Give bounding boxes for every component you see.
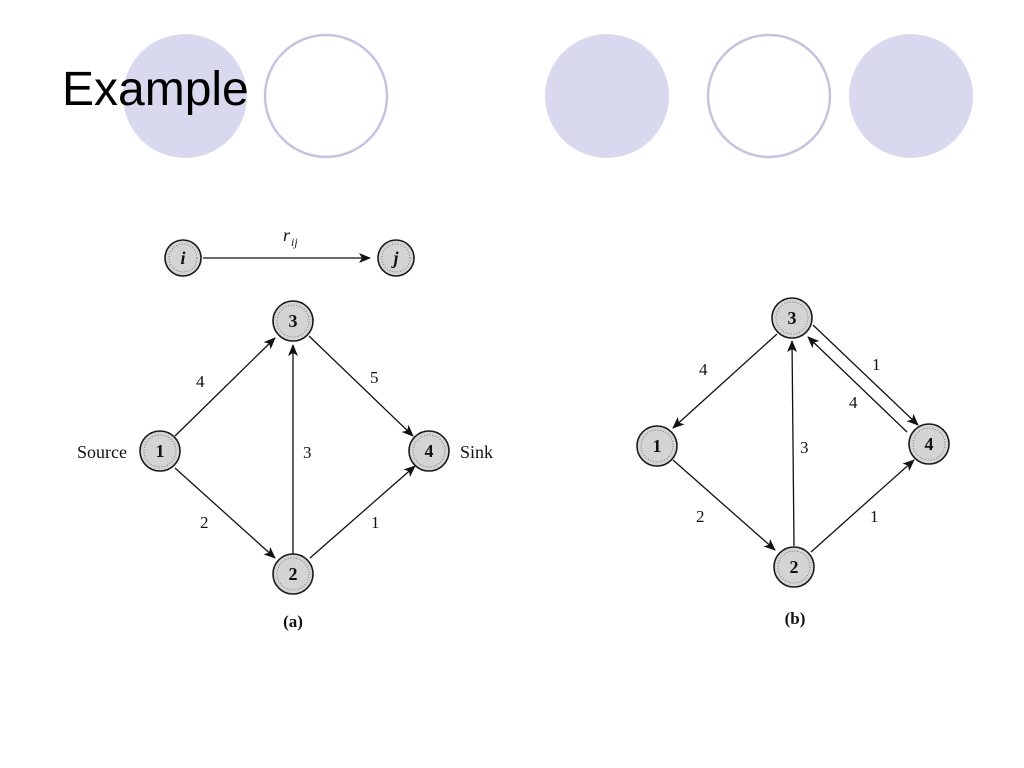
decor-circle-outline [263,33,389,159]
decor-circle-filled [545,34,669,158]
legend-node-i: i [164,239,202,277]
source-label: Source [77,442,127,462]
decor-circle-outline [706,33,832,159]
node-b-2: 2 [773,546,815,588]
edge-b-3-4-label: 1 [872,355,881,374]
edge-b-2-4 [810,459,915,553]
legend-edge-label: rij [283,225,298,249]
edge-b-2-4-label: 1 [870,507,879,526]
edge-a-1-2 [174,467,276,559]
edge-a-1-3 [174,337,276,437]
caption-a: (a) [283,612,303,631]
svg-text:4: 4 [425,441,434,461]
edge-b-3-1-label: 4 [699,360,708,379]
legend-node-j: j [377,239,415,277]
edge-b-4-3-label: 4 [849,393,858,412]
edge-a-2-4-label: 1 [371,513,380,532]
node-b-4: 4 [908,423,950,465]
node-a-1: 1 [139,430,181,472]
sink-label: Sink [460,442,493,462]
svg-text:3: 3 [289,311,298,331]
svg-text:3: 3 [788,308,797,328]
svg-text:1: 1 [156,441,165,461]
edge-b-3-1 [672,333,778,429]
edge-b-3-4 [812,324,919,426]
edge-b-1-2 [672,459,776,551]
diagram-a: 4 2 3 5 1 1 2 3 4 Source Sink (a) [77,300,493,631]
decor-circle-filled [849,34,973,158]
edge-a-3-4 [308,335,414,437]
node-a-4: 4 [408,430,450,472]
caption-b: (b) [785,609,806,628]
svg-text:1: 1 [653,436,662,456]
edge-b-4-3 [807,336,908,433]
edge-a-1-2-label: 2 [200,513,209,532]
header-decoration [123,33,973,159]
slide-title: Example [62,63,249,116]
node-a-2: 2 [272,553,314,595]
edge-a-3-4-label: 5 [370,368,379,387]
legend: i j rij [164,225,415,277]
edge-b-2-3 [787,340,798,547]
svg-text:2: 2 [790,557,799,577]
decor-circle-filled [123,34,247,158]
edge-a-1-3-label: 4 [196,372,205,391]
edge-b-2-3-label: 3 [800,438,809,457]
edge-a-2-4 [309,465,416,559]
node-b-3: 3 [771,297,813,339]
diagram-b: 4 2 3 1 4 1 1 2 3 4 (b) [636,297,950,628]
svg-text:i: i [180,248,185,268]
node-b-1: 1 [636,425,678,467]
edge-a-2-3-label: 3 [303,443,312,462]
edge-b-1-2-label: 2 [696,507,705,526]
svg-text:4: 4 [925,434,934,454]
node-a-3: 3 [272,300,314,342]
svg-text:j: j [390,248,399,268]
svg-text:2: 2 [289,564,298,584]
